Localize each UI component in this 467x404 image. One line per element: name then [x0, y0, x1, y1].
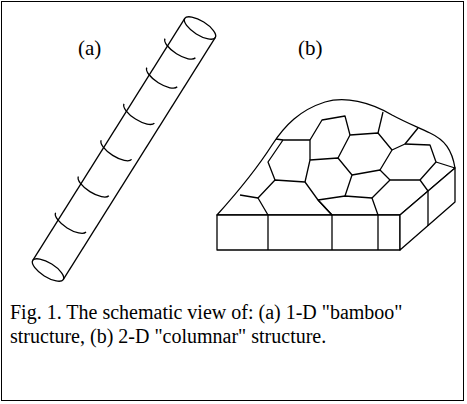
columnar-film [217, 100, 455, 250]
panel-label: (a) [78, 38, 101, 59]
figure-caption: Fig. 1. The schematic view of: (a) 1-D "… [10, 300, 456, 348]
panel-label: (b) [298, 38, 323, 59]
bamboo-wire [29, 13, 219, 286]
